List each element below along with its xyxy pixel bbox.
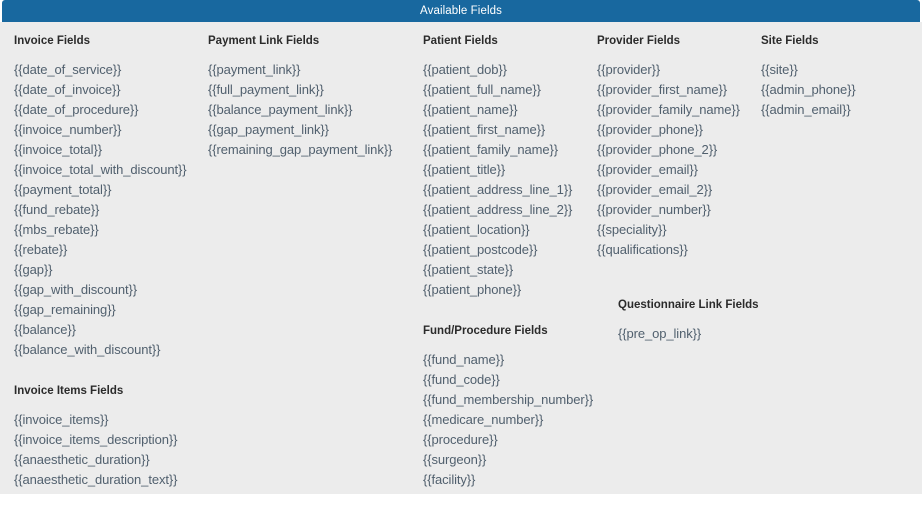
group-invoice-items-fields: Invoice Items Fields {{invoice_items}} {… [14,384,177,490]
field-item[interactable]: {{payment_total}} [14,182,112,197]
field-item[interactable]: {{facility}} [423,472,476,487]
field-item[interactable]: {{balance}} [14,322,76,337]
group-questionnaire-link-fields: Questionnaire Link Fields {{pre_op_link}… [618,298,759,344]
field-item[interactable]: {{anaesthetic_duration}} [14,452,150,467]
field-item[interactable]: {{invoice_total_with_discount}} [14,162,187,177]
group-title-invoice-fields: Invoice Fields [14,35,91,47]
field-item[interactable]: {{patient_state}} [423,262,514,277]
group-title-payment-link-fields: Payment Link Fields [208,35,320,47]
field-item[interactable]: {{provider_family_name}} [597,102,740,117]
field-item[interactable]: {{full_payment_link}} [208,82,324,97]
field-item[interactable]: {{pre_op_link}} [618,326,702,341]
field-list-fund-procedure-fields: {{fund_name}} {{fund_code}} {{fund_membe… [423,350,593,490]
field-item[interactable]: {{site}} [761,62,798,77]
group-title-site-fields: Site Fields [761,35,819,47]
field-list-invoice-fields: {{date_of_service}} {{date_of_invoice}} … [14,60,187,360]
field-item[interactable]: {{gap}} [14,262,53,277]
group-payment-link-fields: Payment Link Fields {{payment_link}} {{f… [208,34,392,160]
field-item[interactable]: {{admin_email}} [761,102,851,117]
field-item[interactable]: {{fund_membership_number}} [423,392,594,407]
field-item[interactable]: {{patient_family_name}} [423,142,559,157]
field-item[interactable]: {{medicare_number}} [423,412,544,427]
field-list-provider-fields: {{provider}} {{provider_first_name}} {{p… [597,60,740,260]
field-item[interactable]: {{provider_email}} [597,162,698,177]
field-item[interactable]: {{balance_payment_link}} [208,102,353,117]
field-item[interactable]: {{gap_payment_link}} [208,122,329,137]
field-item[interactable]: {{remaining_gap_payment_link}} [208,142,393,157]
field-item[interactable]: {{patient_postcode}} [423,242,538,257]
field-item[interactable]: {{fund_rebate}} [14,202,100,217]
group-patient-fields: Patient Fields {{patient_dob}} {{patient… [423,34,572,300]
field-item[interactable]: {{patient_location}} [423,222,530,237]
field-item[interactable]: {{speciality}} [597,222,667,237]
field-item[interactable]: {{patient_full_name}} [423,82,541,97]
field-item[interactable]: {{procedure}} [423,432,498,447]
field-item[interactable]: {{provider_number}} [597,202,711,217]
field-item[interactable]: {{patient_first_name}} [423,122,546,137]
field-item[interactable]: {{patient_phone}} [423,282,522,297]
field-item[interactable]: {{surgeon}} [423,452,487,467]
field-list-site-fields: {{site}} {{admin_phone}} {{admin_email}} [761,60,856,120]
field-list-questionnaire-link-fields: {{pre_op_link}} [618,324,759,344]
field-list-patient-fields: {{patient_dob}} {{patient_full_name}} {{… [423,60,572,300]
field-item[interactable]: {{admin_phone}} [761,82,856,97]
field-item[interactable]: {{mbs_rebate}} [14,222,99,237]
panel-body: Invoice Fields {{date_of_service}} {{dat… [0,22,922,494]
field-item[interactable]: {{payment_link}} [208,62,301,77]
field-item[interactable]: {{fund_code}} [423,372,500,387]
group-title-fund-procedure-fields: Fund/Procedure Fields [423,325,548,337]
group-title-invoice-items-fields: Invoice Items Fields [14,385,124,397]
field-list-payment-link-fields: {{payment_link}} {{full_payment_link}} {… [208,60,392,160]
field-item[interactable]: {{invoice_items_description}} [14,432,178,447]
field-item[interactable]: {{gap_with_discount}} [14,282,137,297]
field-item[interactable]: {{provider_phone}} [597,122,703,137]
field-item[interactable]: {{patient_name}} [423,102,518,117]
field-list-invoice-items-fields: {{invoice_items}} {{invoice_items_descri… [14,410,177,490]
group-title-patient-fields: Patient Fields [423,35,498,47]
group-provider-fields: Provider Fields {{provider}} {{provider_… [597,34,740,260]
group-fund-procedure-fields: Fund/Procedure Fields {{fund_name}} {{fu… [423,324,593,490]
field-item[interactable]: {{qualifications}} [597,242,688,257]
panel-header-title: Available Fields [2,0,920,22]
field-item[interactable]: {{date_of_procedure}} [14,102,139,117]
field-item[interactable]: {{date_of_invoice}} [14,82,121,97]
field-item[interactable]: {{date_of_service}} [14,62,122,77]
field-item[interactable]: {{anaesthetic_duration_text}} [14,472,178,487]
field-item[interactable]: {{invoice_number}} [14,122,122,137]
group-title-questionnaire-link-fields: Questionnaire Link Fields [618,299,759,311]
field-item[interactable]: {{fund_name}} [423,352,505,367]
field-item[interactable]: {{rebate}} [14,242,68,257]
group-site-fields: Site Fields {{site}} {{admin_phone}} {{a… [761,34,856,120]
field-item[interactable]: {{provider_first_name}} [597,82,727,97]
field-item[interactable]: {{patient_address_line_1}} [423,182,573,197]
field-item[interactable]: {{patient_dob}} [423,62,507,77]
field-item[interactable]: {{provider}} [597,62,661,77]
field-item[interactable]: {{invoice_total}} [14,142,102,157]
field-item[interactable]: {{patient_title}} [423,162,506,177]
field-item[interactable]: {{provider_email_2}} [597,182,713,197]
field-item[interactable]: {{provider_phone_2}} [597,142,718,157]
field-item[interactable]: {{patient_address_line_2}} [423,202,573,217]
field-item[interactable]: {{balance_with_discount}} [14,342,161,357]
field-item[interactable]: {{invoice_items}} [14,412,109,427]
field-item[interactable]: {{gap_remaining}} [14,302,116,317]
group-invoice-fields: Invoice Fields {{date_of_service}} {{dat… [14,34,187,360]
group-title-provider-fields: Provider Fields [597,35,681,47]
